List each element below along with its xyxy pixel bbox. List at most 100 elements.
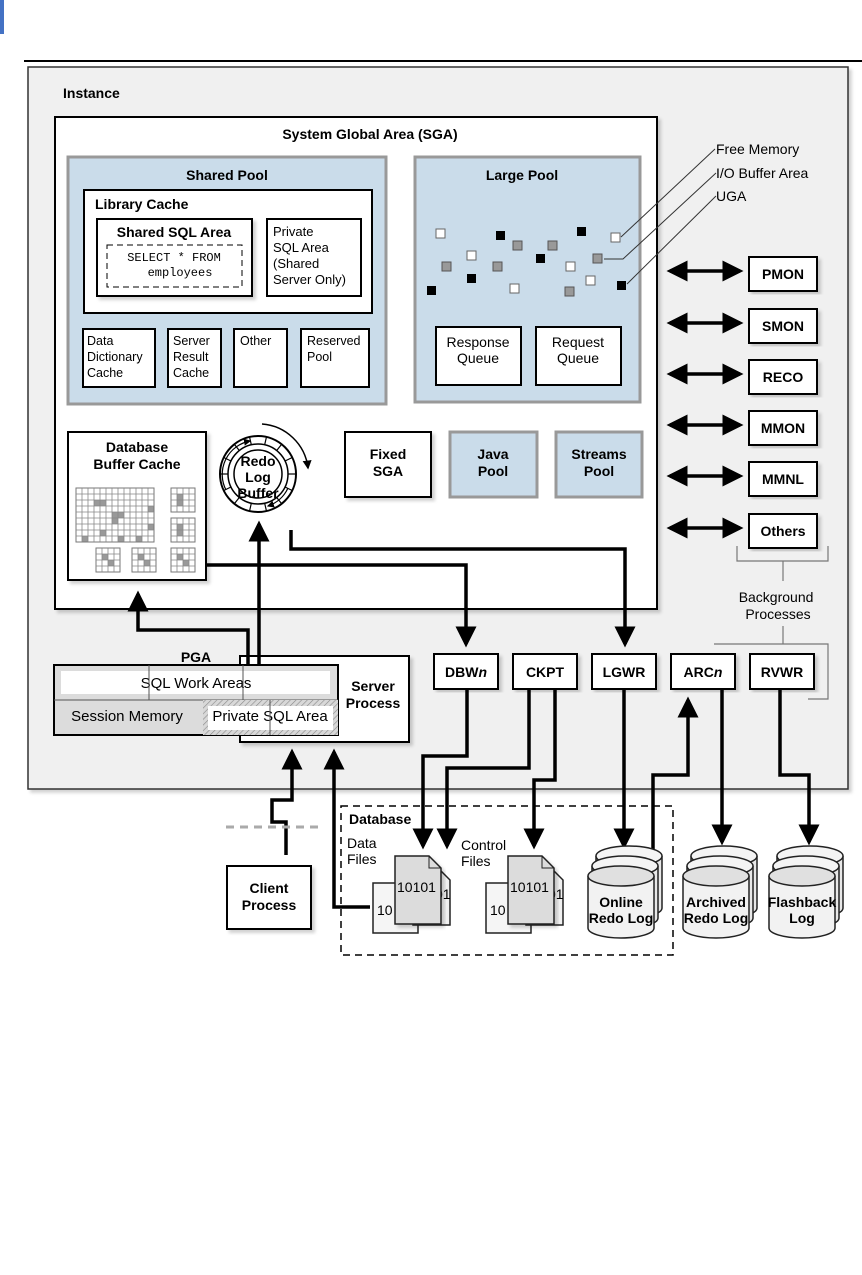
private-sql-area-shared-server: Private SQL Area (Shared Server Only) <box>266 218 362 297</box>
free-memory-block <box>585 275 596 286</box>
page-accent-bar <box>0 0 4 34</box>
svg-text:10101: 10101 <box>397 879 436 895</box>
process-dbwn: DBWn <box>433 653 499 690</box>
svg-text:10: 10 <box>490 902 506 918</box>
shared-sql-area: Shared SQL Area SELECT * FROM employees <box>96 218 253 297</box>
process-label: SMON <box>762 318 804 334</box>
arrow-server-to-buffer-cache <box>127 590 250 664</box>
io-buffer-block <box>512 240 523 251</box>
io-buffer-block <box>492 261 503 272</box>
process-label: CKPT <box>526 664 565 680</box>
process-mmon: MMON <box>666 410 818 446</box>
shared-pool: Shared Pool Library Cache Shared SQL Are… <box>66 155 388 406</box>
large-pool-legend: Free Memory I/O Buffer Area UGA <box>604 141 809 285</box>
instance-label: Instance <box>63 85 120 101</box>
other-area: Other <box>233 328 288 388</box>
process-label: MMNL <box>762 471 804 487</box>
process-arcn: ARCn <box>670 653 736 690</box>
uga-block <box>467 274 476 283</box>
buffer-grid-block <box>95 547 121 573</box>
free-memory-block <box>509 283 520 294</box>
process-pmon: PMON <box>666 256 818 292</box>
sga-title: System Global Area (SGA) <box>282 126 457 142</box>
connectors <box>127 520 820 909</box>
svg-text:10101: 10101 <box>510 879 549 895</box>
free-memory-block <box>565 261 576 272</box>
process-rvwr: RVWR <box>749 653 815 690</box>
uga-block <box>536 254 545 263</box>
bottom-background-processes: DBWn CKPT LGWR ARCn RVWR <box>433 653 815 690</box>
buffer-grid-block <box>131 547 157 573</box>
process-label: RECO <box>763 369 804 385</box>
process-label: PMON <box>762 266 804 282</box>
svg-text:Other: Other <box>240 334 271 348</box>
sql-statement-line1: SELECT * FROM <box>127 251 221 265</box>
free-memory-block <box>610 232 621 243</box>
process-ckpt: CKPT <box>512 653 578 690</box>
process-mmnl: MMNL <box>666 461 818 497</box>
io-buffer-block <box>592 253 603 264</box>
private-sql-area-label: Private SQL Area (Shared Server Only) <box>273 224 346 287</box>
legend-free-memory: Free Memory <box>716 141 799 157</box>
buffer-grid-block <box>75 487 155 543</box>
process-smon: SMON <box>666 308 818 344</box>
sql-work-areas: SQL Work Areas <box>141 675 252 692</box>
io-buffer-block <box>547 240 558 251</box>
shared-pool-title: Shared Pool <box>186 167 268 183</box>
io-buffer-block <box>564 286 575 297</box>
arrow-buffer-cache-to-dbwn <box>206 563 477 648</box>
buffer-grid <box>75 487 196 573</box>
uga-block <box>617 281 626 290</box>
arrow-redo-buffer-to-lgwr <box>289 530 636 648</box>
library-cache-title: Library Cache <box>95 196 189 212</box>
legend-uga: UGA <box>716 188 747 204</box>
pga: PGA SQL Work Areas Session Memory Privat… <box>53 649 339 736</box>
process-reco: RECO <box>666 359 818 395</box>
database-title: Database <box>349 811 411 827</box>
process-lgwr: LGWR <box>591 653 657 690</box>
session-memory: Session Memory <box>71 708 183 725</box>
shared-sql-area-title: Shared SQL Area <box>117 224 232 240</box>
buffer-grid-block <box>170 517 196 543</box>
process-others: Others <box>666 513 818 549</box>
svg-text:10: 10 <box>377 902 393 918</box>
large-pool-title: Large Pool <box>486 167 558 183</box>
uga-block <box>577 227 586 236</box>
uga-block <box>496 231 505 240</box>
memory-blocks <box>427 227 626 297</box>
background-processes-label: Background Processes <box>739 589 818 622</box>
